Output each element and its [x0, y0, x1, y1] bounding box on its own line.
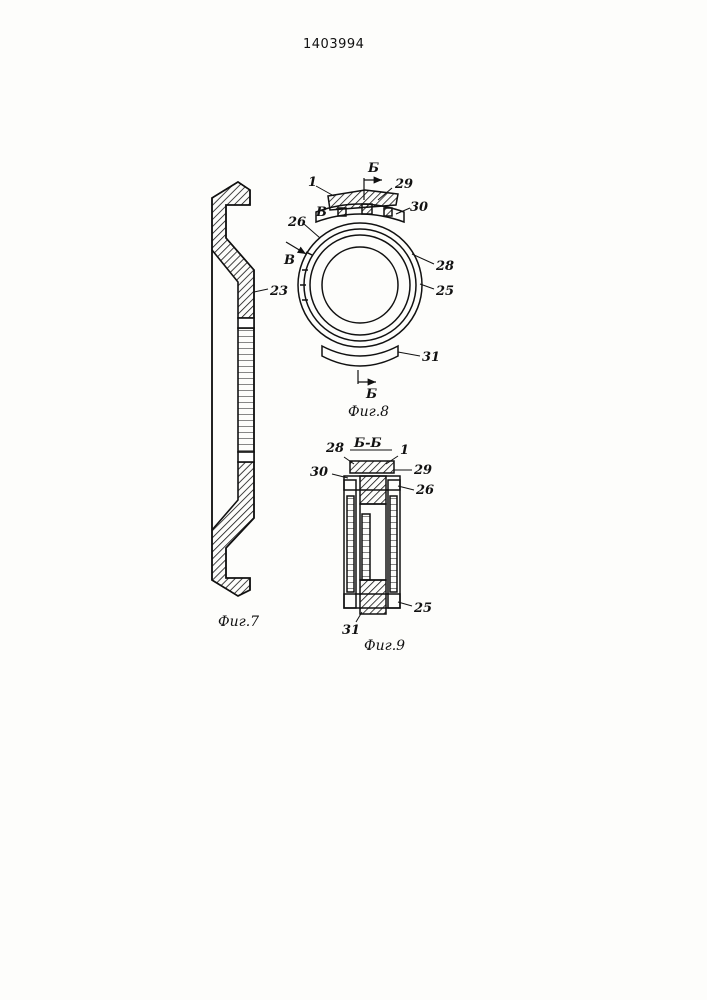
- fig8-segment-31: [322, 346, 398, 366]
- fig9-caption: Фиг.9: [364, 638, 405, 654]
- fig8-caption: Фиг.8: [348, 404, 389, 420]
- fig8-section-b-top: Б: [367, 161, 379, 176]
- fig8-ring-28: [304, 229, 416, 341]
- fig7-label-23: 23: [269, 284, 288, 299]
- fig8-view-v-left: В: [283, 253, 295, 268]
- fig7-section-bottom: [212, 462, 254, 596]
- fig8-label-29: 29: [394, 177, 413, 192]
- figure-7: [212, 182, 268, 596]
- fig7-caption: Фиг.7: [218, 614, 259, 630]
- fig8-label-25: 25: [435, 284, 454, 299]
- fig8-label-30: 30: [410, 200, 428, 215]
- fig9-label-25: 25: [413, 601, 432, 616]
- fig9-label-28: 28: [325, 441, 344, 456]
- fig9-label-29: 29: [413, 463, 432, 478]
- fig7-section-top: [212, 182, 254, 318]
- figure-9: [332, 456, 414, 622]
- fig8-label-26: 26: [287, 215, 306, 230]
- fig7-tooth-band: [238, 328, 254, 452]
- fig8-view-v-top: В: [315, 205, 327, 220]
- fig9-label-26: 26: [415, 483, 434, 498]
- fig9-part-31: [360, 580, 386, 614]
- fig8-ring-25: [298, 223, 422, 347]
- fig9-label-31: 31: [342, 623, 360, 638]
- fig8-label-1: 1: [308, 175, 317, 190]
- fig8-section-b-bottom: Б: [365, 387, 377, 402]
- fig9-label-1: 1: [400, 443, 409, 458]
- fig8-label-31: 31: [422, 350, 440, 365]
- fig8-bore: [322, 247, 398, 323]
- fig7-leader-23: [254, 289, 268, 292]
- fig9-section-title: Б-Б: [353, 436, 382, 451]
- fig9-part-26: [360, 476, 386, 504]
- fig9-label-30: 30: [310, 465, 328, 480]
- fig8-label-28: 28: [435, 259, 454, 274]
